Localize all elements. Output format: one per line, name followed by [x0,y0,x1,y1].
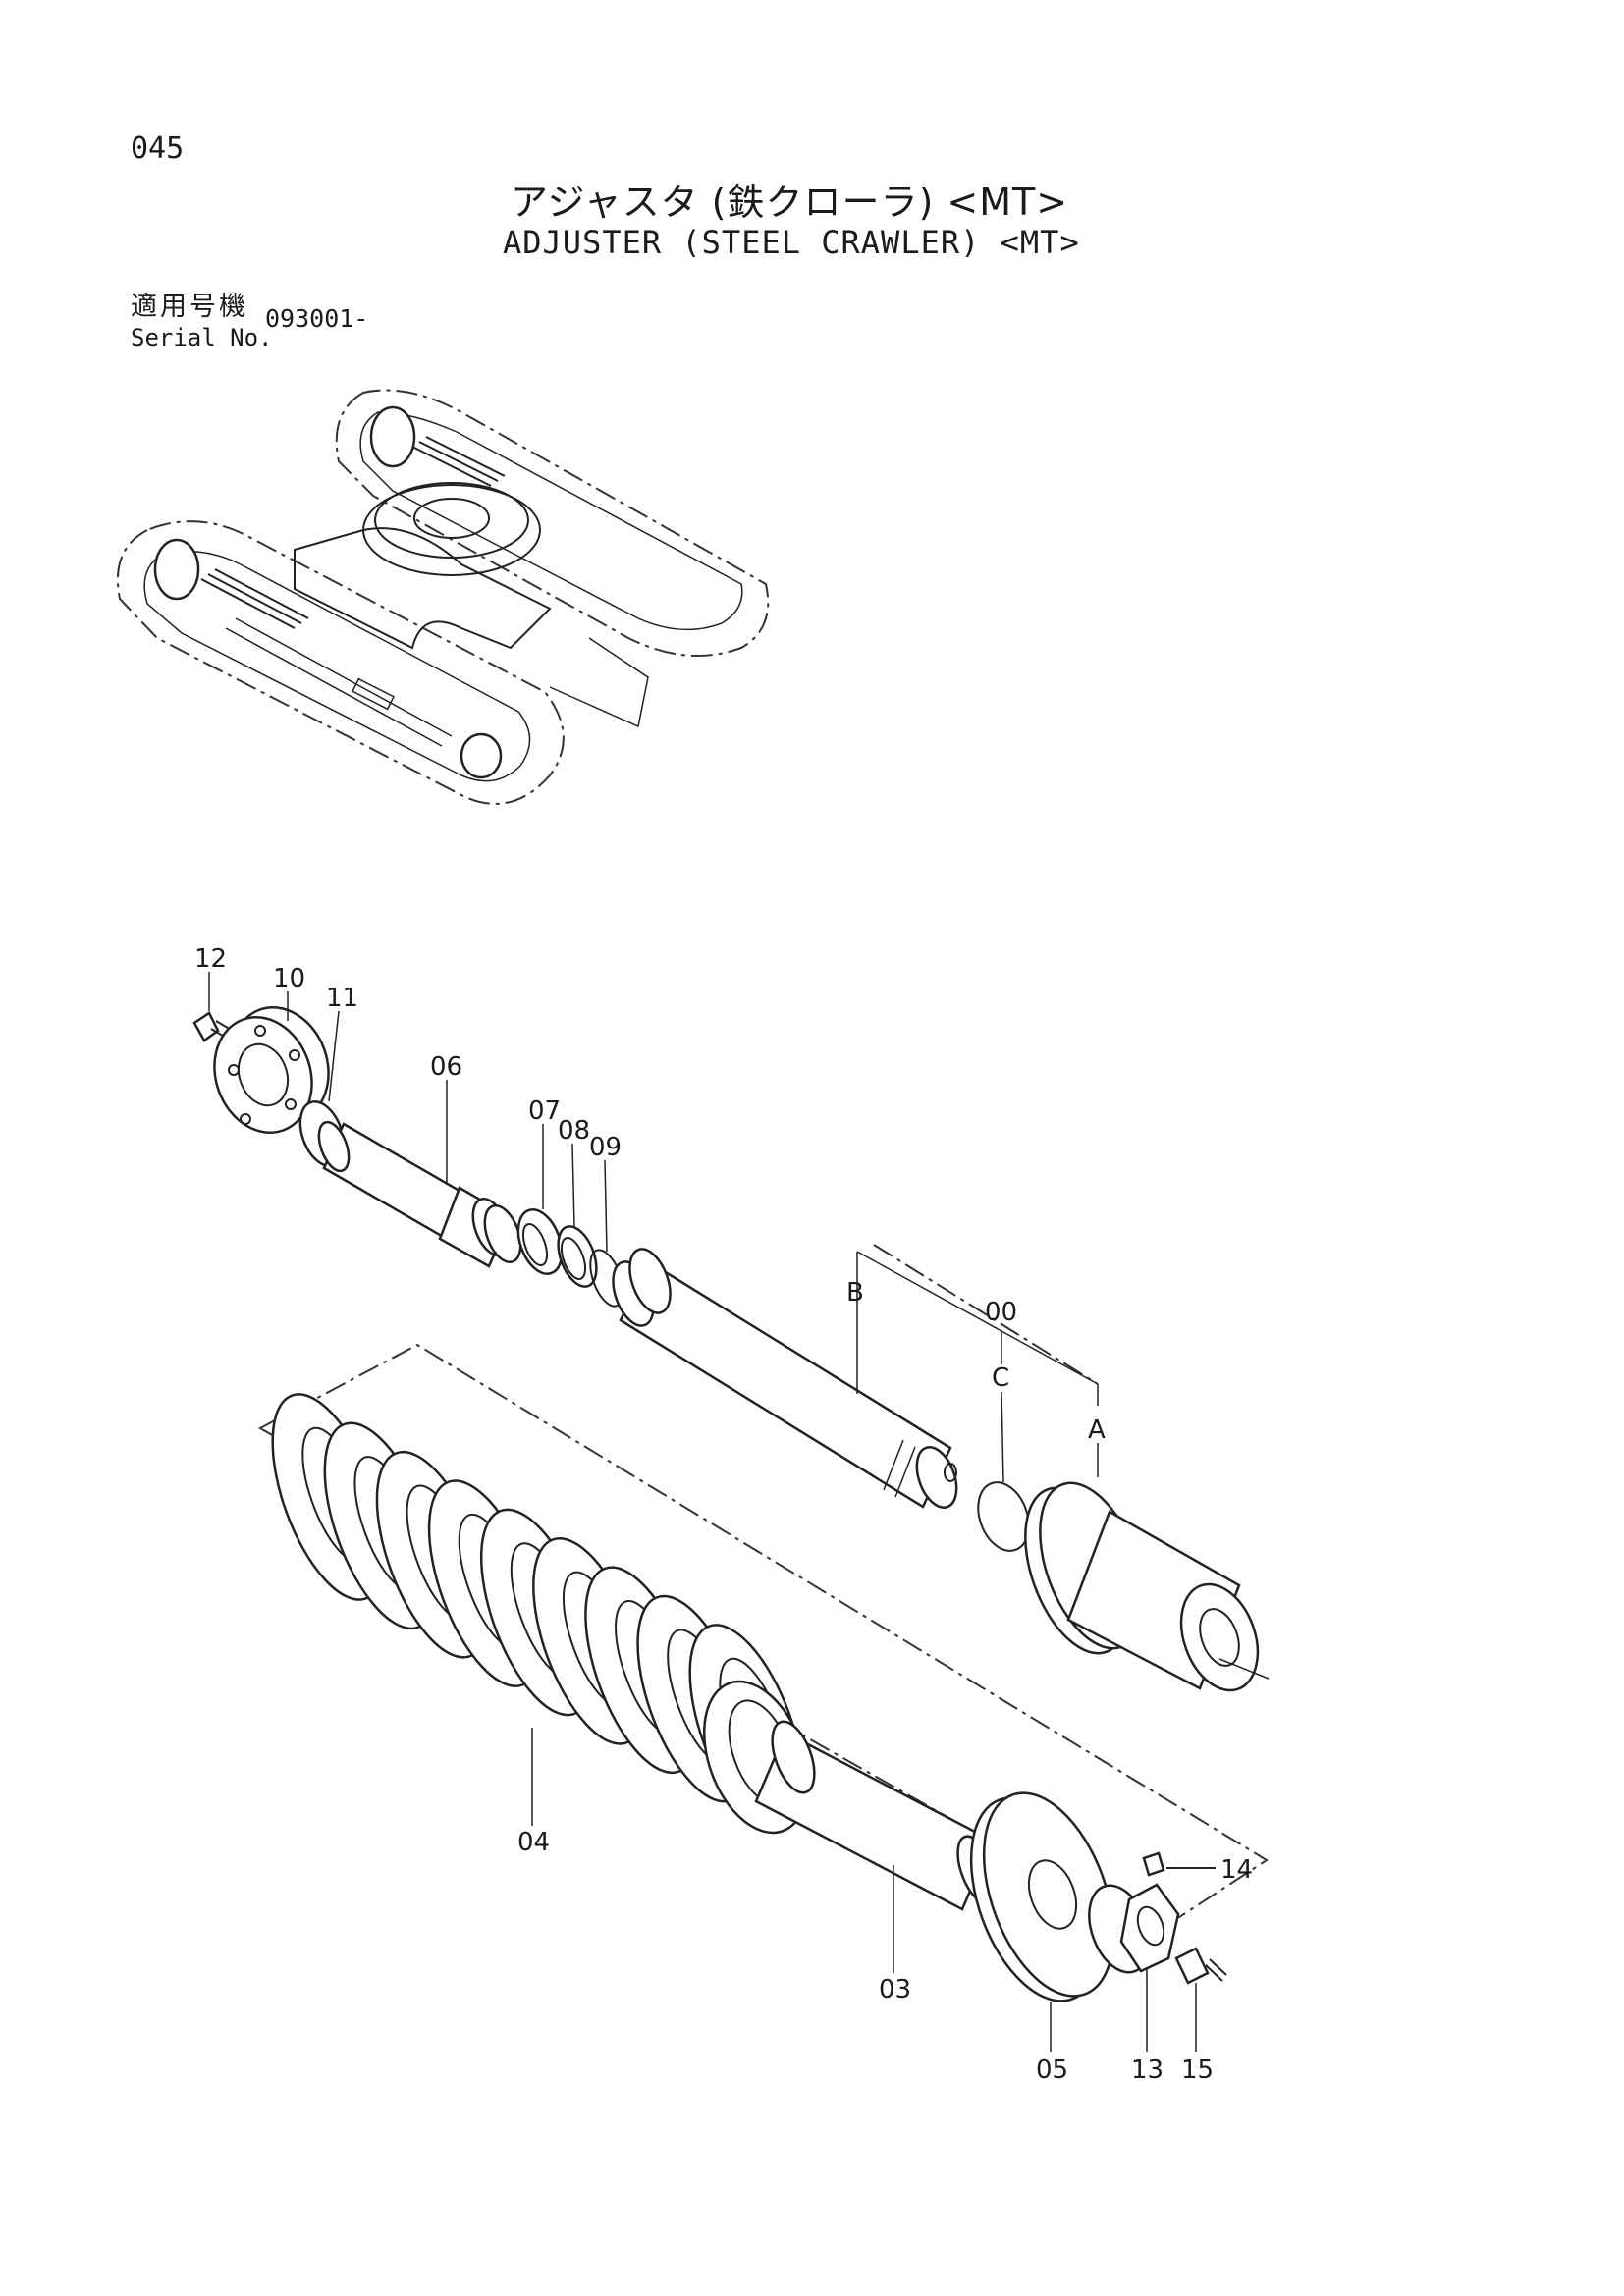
part-c-o-ring [977,1481,1030,1552]
callout-06: 06 [430,1052,462,1082]
part-b-cylinder [612,1248,958,1509]
part-10-flange [213,1006,330,1134]
callout-c: C [992,1363,1009,1393]
callout-labels: 12 10 11 06 07 08 09 B 00 C A 04 03 05 1… [194,944,1253,2085]
leader-lines [208,972,1197,2052]
callout-10: 10 [273,964,305,993]
undercarriage-overview [116,389,770,805]
part-a-cylinder [1024,1481,1270,1692]
callout-08: 08 [558,1116,590,1146]
assembly-frame-upper [873,1244,1099,1385]
callout-15: 15 [1181,2056,1214,2085]
callout-03: 03 [879,1975,911,2004]
callout-05: 05 [1036,2056,1068,2085]
callout-14: 14 [1220,1855,1253,1885]
callout-09: 09 [589,1133,622,1162]
part-15-grease-nipple [1174,1947,1227,1985]
callout-07: 07 [528,1096,561,1126]
callout-00: 00 [985,1298,1017,1327]
page-title-english: ADJUSTER (STEEL CRAWLER) <MT> [503,224,1080,261]
callout-12: 12 [194,944,227,974]
page-number: 045 [131,132,185,166]
serial-label-english: Serial No. [131,324,273,351]
part-06-rod [317,1120,522,1268]
callout-11: 11 [326,984,358,1013]
part-05-end-plate [969,1791,1115,2002]
part-04-spring [271,1393,804,1832]
part-03-rod [702,1680,998,1911]
part-13-nut [1088,1883,1180,1974]
serial-label-japanese: 適用号機 [131,292,248,322]
part-08-ring [557,1225,598,1288]
part-07-packing [516,1208,564,1275]
callout-a: A [1088,1415,1106,1445]
callout-b: B [846,1278,864,1308]
assembly-frame [257,1343,1269,1936]
serial-number-value: 093001- [265,304,369,333]
callout-13: 13 [1131,2056,1164,2085]
callout-04: 04 [517,1828,550,1857]
part-14-plug [1142,1851,1216,1877]
page-title-japanese: アジャスタ (鉄クローラ) <MT> [511,181,1069,224]
